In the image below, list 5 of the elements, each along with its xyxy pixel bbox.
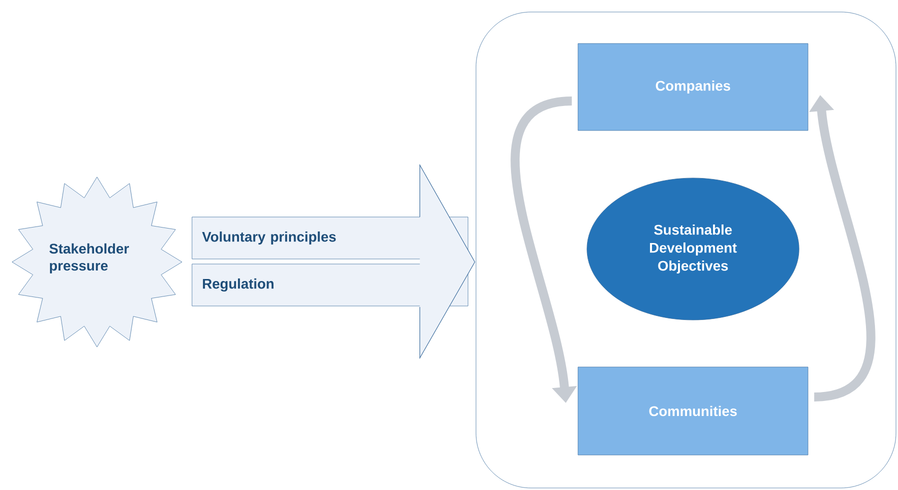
rounded-panel	[476, 12, 896, 488]
process-box: Companies	[578, 43, 808, 131]
ellipse-node: Sustainable Development Objectives	[586, 178, 800, 320]
process-box: Communities	[578, 366, 808, 456]
block-arrow	[420, 164, 476, 360]
